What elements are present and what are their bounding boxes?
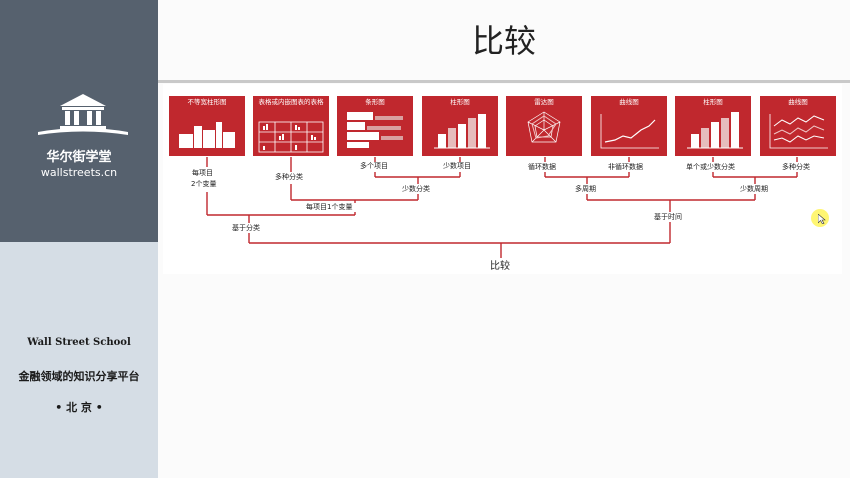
column-chart-icon xyxy=(687,112,743,149)
table-embedded-chart-icon xyxy=(258,121,324,153)
label-two-variables: 每项目 xyxy=(192,169,213,177)
label-single-or-few-categories: 单个或少数分类 xyxy=(686,163,735,171)
header-divider xyxy=(158,80,850,83)
sidebar-info-panel xyxy=(0,242,158,478)
label-few-categories-mid: 少数分类 xyxy=(402,185,430,193)
bar-chart-icon xyxy=(347,112,403,148)
school-city: • 北 京 • xyxy=(55,401,103,414)
card-multi-line-chart: 曲线图 xyxy=(760,96,836,156)
multi-line-chart-icon xyxy=(769,114,828,149)
card-line-chart: 曲线图 xyxy=(591,96,667,156)
school-name: Wall Street School xyxy=(27,337,131,348)
school-tagline: 金融领域的知识分享平台 xyxy=(18,370,140,383)
label-many-periods: 多周期 xyxy=(575,185,596,193)
label-many-categories: 多种分类 xyxy=(275,173,303,181)
card-label: 不等宽柱形图 xyxy=(187,98,227,106)
label-many-items: 多个项目 xyxy=(360,162,388,170)
line-chart-icon xyxy=(600,114,659,149)
card-radar-chart: 雷达图 xyxy=(506,96,582,156)
label-root-comparison: 比较 xyxy=(490,261,510,272)
label-one-variable: 每项目1个变量 xyxy=(306,203,353,211)
brand-name: 华尔街学堂 xyxy=(46,150,112,165)
variable-width-column-icon xyxy=(179,122,235,148)
card-table-embedded-chart: 表格或内嵌图表的表格 xyxy=(253,96,329,156)
slide-header xyxy=(158,0,850,80)
label-by-time: 基于时间 xyxy=(654,213,682,221)
card-label: 曲线图 xyxy=(619,98,639,106)
label-few-periods: 少数周期 xyxy=(740,185,768,193)
building-logo-icon xyxy=(38,94,128,135)
card-bar-chart: 条形图 xyxy=(337,96,413,156)
card-label: 条形图 xyxy=(365,98,385,106)
column-chart-icon xyxy=(434,114,490,149)
radar-chart-icon xyxy=(527,111,561,143)
card-variable-width-column: 不等宽柱形图 xyxy=(169,96,245,156)
label-cyclic-data: 循环数据 xyxy=(528,163,556,171)
mouse-pointer-icon xyxy=(818,214,826,224)
label-by-category: 基于分类 xyxy=(232,224,260,232)
card-column-chart-time: 柱形图 xyxy=(675,96,751,156)
card-label: 柱形图 xyxy=(450,98,470,106)
label-few-items: 少数项目 xyxy=(443,162,471,170)
brand-url: wallstreets.cn xyxy=(40,166,118,179)
card-label: 表格或内嵌图表的表格 xyxy=(258,98,324,106)
card-label: 柱形图 xyxy=(703,98,723,106)
label-many-categories-time: 多种分类 xyxy=(782,163,810,171)
card-label: 曲线图 xyxy=(788,98,808,106)
label-two-variables-2: 2个变量 xyxy=(191,180,217,188)
label-non-cyclic-data: 非循环数据 xyxy=(608,163,643,171)
card-label: 雷达图 xyxy=(534,98,554,106)
page-title: 比较 xyxy=(471,22,536,60)
card-column-chart: 柱形图 xyxy=(422,96,498,156)
